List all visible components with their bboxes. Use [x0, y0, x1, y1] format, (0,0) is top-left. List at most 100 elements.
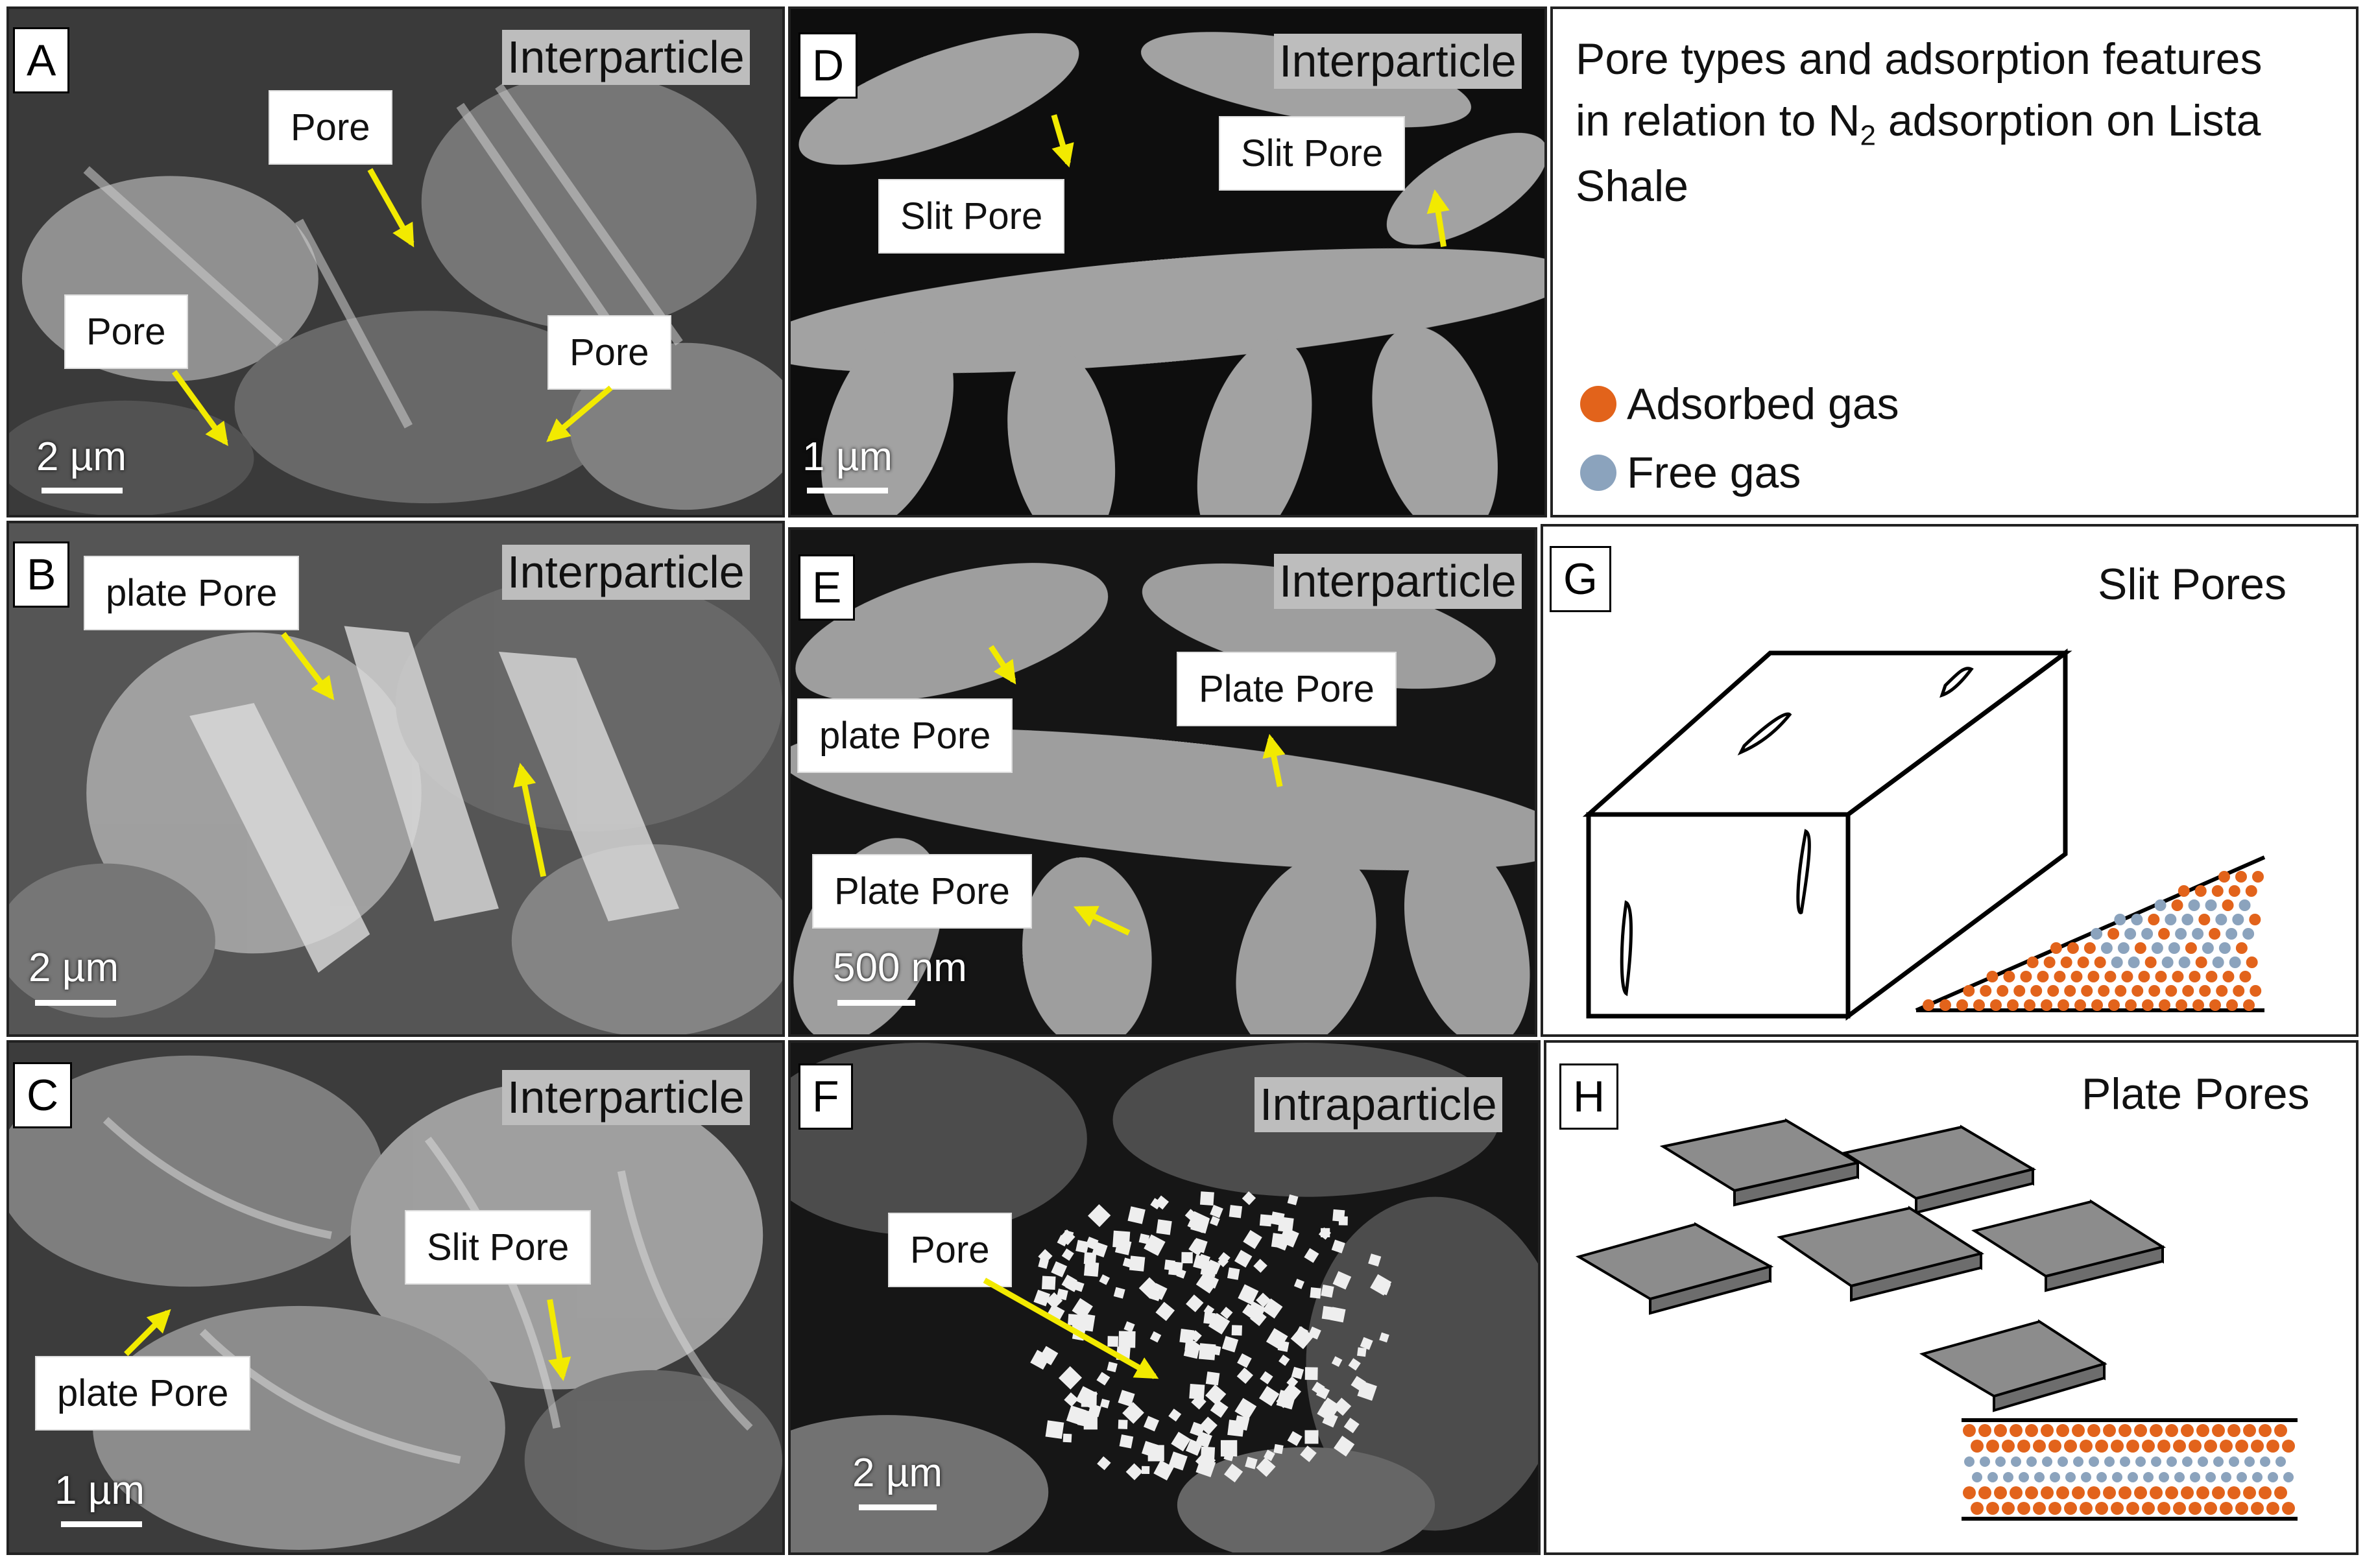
panel-letter: B — [13, 541, 70, 608]
adsorbed-gas-dot — [2020, 971, 2032, 982]
crystal — [1312, 1381, 1325, 1395]
adsorbed-gas-dot — [2119, 1486, 2131, 1499]
free-gas-dot — [2159, 1472, 2169, 1482]
free-gas-dot — [2198, 914, 2211, 925]
crystal — [1286, 1376, 1299, 1388]
plate-shape — [1575, 1222, 1774, 1301]
adsorbed-gas-dot — [2064, 1502, 2077, 1515]
free-gas-dot — [2073, 1456, 2083, 1467]
crystal — [1184, 1340, 1196, 1351]
adsorbed-gas-dot — [2074, 999, 2086, 1011]
crystal — [1333, 1397, 1352, 1416]
adsorbed-gas-dot — [2181, 1424, 2194, 1437]
adsorbed-gas-dot — [1963, 1486, 1976, 1499]
legend-panel: Pore types and adsorption features in re… — [1550, 6, 2359, 517]
crystal — [1256, 1292, 1271, 1308]
crystal — [1210, 1216, 1220, 1226]
adsorbed-gas-dot — [2150, 1424, 2163, 1437]
adsorbed-gas-dot — [2155, 971, 2167, 982]
pore-label: Slit Pore — [878, 179, 1065, 254]
crystal — [1370, 1274, 1392, 1296]
adsorbed-gas-dot — [2176, 999, 2187, 1011]
crystal — [1083, 1416, 1098, 1430]
adsorbed-gas-dot — [2235, 1502, 2248, 1515]
sem-image-b — [9, 523, 782, 1034]
plate-shape — [1841, 1125, 2037, 1200]
adsorbed-gas-dot — [2050, 942, 2062, 954]
adsorbed-gas-dot — [2181, 1486, 2194, 1499]
panel-letter: D — [798, 32, 858, 99]
crystal — [1168, 1261, 1183, 1276]
adsorbed-gas-dot — [2212, 1486, 2225, 1499]
free-gas-dot — [2154, 899, 2167, 911]
crystal — [1253, 1259, 1267, 1273]
adsorbed-gas-dot — [2233, 985, 2245, 997]
adsorbed-gas-dot — [2048, 1440, 2061, 1453]
pore-class-tag: Intraparticle — [1255, 1077, 1502, 1132]
box-shape — [1582, 648, 2072, 1021]
adsorbed-gas-dot — [2227, 1486, 2240, 1499]
crystal — [1343, 1418, 1360, 1434]
free-gas-dot — [2188, 899, 2200, 911]
crystal — [1334, 1436, 1355, 1457]
crystal — [1331, 1356, 1343, 1367]
legend-title: Pore types and adsorption features in re… — [1576, 29, 2262, 218]
pore-label: Pore — [888, 1213, 1012, 1287]
crystal — [1125, 1463, 1143, 1480]
adsorbed-gas-dot — [2013, 985, 2026, 997]
free-gas-dot — [2026, 1456, 2037, 1467]
adsorbed-gas-dot — [2103, 1424, 2116, 1437]
free-gas-dot — [2096, 1472, 2107, 1482]
free-gas-dot — [2209, 928, 2221, 940]
free-gas-dot — [2198, 1456, 2208, 1467]
adsorbed-gas-dot — [2218, 871, 2230, 883]
free-gas-dot — [2275, 1456, 2286, 1467]
crystal — [1229, 1205, 1243, 1218]
panel-d: D Interparticle Slit Pore Slit Pore 1 µm — [788, 6, 1547, 517]
crystal — [1066, 1405, 1087, 1426]
slit-pores-diagram — [1582, 648, 2266, 1021]
crystal — [1278, 1217, 1294, 1233]
adsorbed-gas-dot — [2002, 1440, 2015, 1453]
crystal — [1348, 1358, 1361, 1371]
adsorbed-gas-dot — [2126, 1502, 2139, 1515]
free-gas-dot — [2268, 1472, 2278, 1482]
crystal — [1061, 1248, 1074, 1261]
free-gas-dot — [2042, 1456, 2052, 1467]
crystal — [1118, 1420, 1128, 1429]
adsorbed-gas-dot — [2111, 1502, 2124, 1515]
adsorbed-gas-dot — [1997, 985, 2009, 997]
adsorbed-gas-dot — [1923, 999, 1934, 1011]
free-gas-dot — [2213, 1456, 2224, 1467]
free-gas-dot — [2221, 1472, 2231, 1482]
adsorbed-gas-dot — [2072, 1486, 2085, 1499]
crystal — [1107, 1336, 1118, 1347]
crystal — [1279, 1227, 1299, 1248]
crystal — [1068, 1314, 1080, 1326]
crystal — [1116, 1346, 1131, 1361]
free-gas-dot — [2143, 1472, 2154, 1482]
panel-f: F Intraparticle Pore 2 µm — [788, 1040, 1541, 1555]
crystal — [1318, 1227, 1331, 1240]
crystal — [1088, 1204, 1111, 1228]
panel-g: G Slit Pores — [1541, 524, 2359, 1037]
free-gas-dot — [2094, 956, 2106, 968]
adsorbed-gas-dot — [1963, 985, 1975, 997]
adsorbed-gas-dot — [2205, 971, 2218, 982]
pore-label: Plate Pore — [812, 854, 1032, 929]
pore-class-tag: Interparticle — [502, 545, 750, 600]
free-gas-dot — [1964, 1456, 1975, 1467]
adsorbed-gas-dot — [2235, 1440, 2248, 1453]
crystal — [1279, 1354, 1290, 1366]
crystal — [1310, 1287, 1321, 1299]
scale-label: 2 µm — [852, 1451, 943, 1495]
free-gas-dot — [2195, 956, 2207, 968]
pore-label: plate Pore — [797, 698, 1013, 773]
crystal — [1181, 1252, 1193, 1264]
free-gas-dot — [2283, 1472, 2294, 1482]
pore-class-tag: Interparticle — [502, 30, 750, 85]
adsorbed-gas-dot — [2017, 1502, 2030, 1515]
crystal — [1144, 1234, 1166, 1256]
adsorbed-gas-dot — [2226, 999, 2238, 1011]
crystal — [1112, 1230, 1131, 1248]
